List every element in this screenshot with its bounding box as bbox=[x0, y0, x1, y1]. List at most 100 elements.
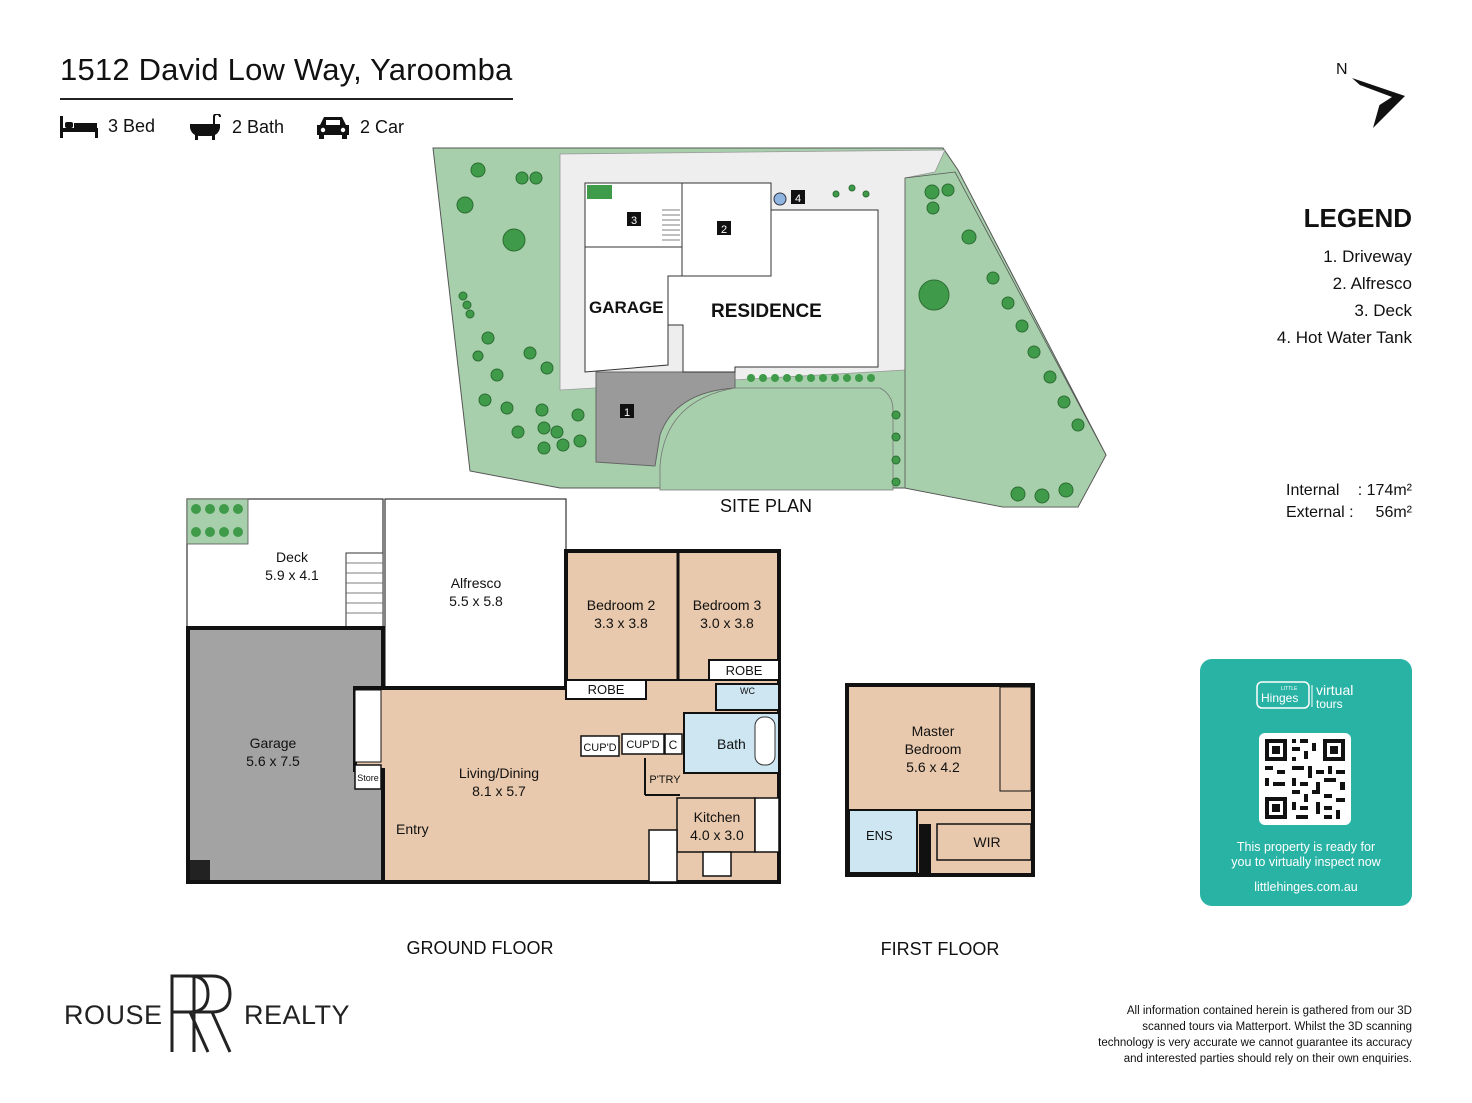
spec-car: 2 Car bbox=[316, 114, 404, 140]
ready-line-2: you to virtually inspect now bbox=[1231, 855, 1381, 869]
rouse-realty-logo bbox=[168, 972, 238, 1059]
bath-count: 2 Bath bbox=[232, 116, 285, 137]
ff-wir-label: WIR bbox=[973, 834, 1000, 850]
gf-deck-plants bbox=[191, 504, 243, 537]
gf-alfresco-size: 5.5 x 5.8 bbox=[449, 593, 503, 609]
first-floor-title: FIRST FLOOR bbox=[881, 939, 1000, 959]
area-summary: Internal : 174m² External : 56m² bbox=[1286, 480, 1412, 524]
gf-alfresco-name: Alfresco bbox=[451, 575, 502, 591]
gf-store-label: Store bbox=[357, 773, 379, 783]
bed-count: 3 Bed bbox=[108, 115, 156, 136]
gf-pantry-label: P'TRY bbox=[649, 774, 681, 786]
virtual-tour-website[interactable]: littlehinges.com.au bbox=[1254, 880, 1358, 894]
ready-line-1: This property is ready for bbox=[1236, 840, 1376, 854]
gf-store bbox=[354, 764, 382, 790]
ff-master-name2: Bedroom bbox=[905, 741, 962, 757]
marker-2 bbox=[717, 221, 731, 235]
disclaimer-line: scanned tours via Matterport. Whilst the… bbox=[1142, 1021, 1412, 1033]
gf-bedroom2-name: Bedroom 2 bbox=[587, 597, 656, 613]
legend-item: 1. Driveway bbox=[1323, 247, 1412, 266]
car-icon bbox=[317, 117, 349, 139]
car-count: 2 Car bbox=[360, 116, 405, 137]
site-residence-label: RESIDENCE bbox=[711, 301, 822, 322]
property-address: 1512 David Low Way, Yaroomba bbox=[60, 52, 513, 87]
ff-master-name: Master bbox=[912, 723, 955, 739]
ff-ensuite bbox=[848, 809, 918, 874]
internal-value: : 174m² bbox=[1357, 482, 1412, 499]
ff-ens-label: ENS bbox=[866, 828, 893, 843]
gf-robe-2-label: ROBE bbox=[726, 663, 763, 678]
marker-4-label: 4 bbox=[795, 193, 801, 205]
gf-robe-2 bbox=[708, 659, 780, 681]
gf-alfresco bbox=[384, 498, 567, 688]
legend-item: 4. Hot Water Tank bbox=[1276, 328, 1412, 347]
north-compass: N bbox=[1330, 58, 1410, 137]
gf-cupd-c bbox=[664, 733, 683, 755]
site-residence bbox=[667, 209, 879, 373]
gf-cupd-1-label: CUP'D bbox=[583, 742, 616, 754]
brand-tours: tours bbox=[1316, 697, 1343, 711]
disclaimer-line: All information contained herein is gath… bbox=[1126, 1005, 1412, 1017]
gf-cupd-c-label: C bbox=[669, 738, 678, 752]
marker-1-label: 1 bbox=[624, 407, 630, 419]
gf-bedroom3-name: Bedroom 3 bbox=[693, 597, 762, 613]
spec-bed: 3 Bed bbox=[60, 114, 155, 138]
site-trees bbox=[456, 162, 1085, 504]
gf-deck-name: Deck bbox=[276, 549, 309, 565]
bed-icon bbox=[60, 116, 98, 138]
brand-small: LITTLE bbox=[1281, 686, 1298, 692]
gf-bedroom3-size: 3.0 x 3.8 bbox=[700, 615, 754, 631]
external-label: External : bbox=[1286, 504, 1354, 521]
gf-cupd-2 bbox=[621, 733, 665, 755]
virtual-tour-card[interactable]: LITTLE Hinges virtual tours bbox=[1200, 659, 1412, 906]
legend-item: 2. Alfresco bbox=[1332, 274, 1412, 293]
agency-name-right: REALTY bbox=[244, 1000, 351, 1030]
gf-garage bbox=[186, 626, 385, 884]
spec-bath: 2 Bath bbox=[188, 114, 284, 140]
marker-4 bbox=[791, 190, 805, 204]
gf-stairs bbox=[354, 689, 382, 763]
marker-2-label: 2 bbox=[721, 224, 727, 236]
ff-stairs bbox=[999, 686, 1032, 792]
gf-deck-stairs bbox=[345, 552, 384, 628]
gf-kitchen-name: Kitchen bbox=[694, 809, 741, 825]
gf-living-size: 8.1 x 5.7 bbox=[472, 783, 526, 799]
gf-garage-name: Garage bbox=[250, 735, 297, 751]
little-hinges-logo: LITTLE Hinges virtual tours bbox=[1256, 681, 1386, 715]
site-garage-label: GARAGE bbox=[589, 298, 664, 317]
gf-wc bbox=[715, 683, 780, 711]
gf-bath-label: Bath bbox=[717, 736, 746, 752]
agency-name-left: ROUSE bbox=[64, 1000, 163, 1030]
site-front-lawn bbox=[659, 387, 894, 491]
site-hedge bbox=[587, 185, 875, 382]
disclaimer-line: technology is very accurate we cannot gu… bbox=[1098, 1037, 1412, 1049]
site-plan-title: SITE PLAN bbox=[720, 496, 812, 516]
gf-living-name: Living/Dining bbox=[459, 765, 539, 781]
gf-cupd-1 bbox=[580, 735, 620, 757]
ground-floor-title: GROUND FLOOR bbox=[406, 938, 553, 958]
marker-3 bbox=[627, 212, 641, 226]
brand-name: Hinges bbox=[1261, 691, 1298, 705]
gf-cooktop bbox=[702, 851, 732, 877]
title-divider bbox=[60, 98, 513, 100]
gf-robe-1-label: ROBE bbox=[588, 682, 625, 697]
gf-bedroom2-size: 3.3 x 3.8 bbox=[594, 615, 648, 631]
marker-3-label: 3 bbox=[631, 215, 637, 227]
gf-robe-1 bbox=[565, 679, 647, 700]
disclaimer-line: and interested parties should rely on th… bbox=[1123, 1053, 1412, 1065]
marker-1 bbox=[620, 404, 634, 418]
internal-label: Internal bbox=[1286, 482, 1340, 499]
qr-code-icon[interactable] bbox=[1259, 733, 1351, 825]
site-rear-lawn-right bbox=[904, 171, 1107, 508]
gf-entry-label: Entry bbox=[396, 821, 429, 837]
north-arrow-icon: N bbox=[1336, 61, 1405, 128]
legend-title: LEGEND bbox=[1303, 203, 1412, 233]
external-value: 56m² bbox=[1375, 504, 1412, 521]
bath-icon bbox=[190, 114, 221, 140]
brand-virtual: virtual bbox=[1316, 682, 1353, 698]
legend-list: 1. Driveway 2. Alfresco 3. Deck 4. Hot W… bbox=[1277, 243, 1412, 351]
gf-kitchen-size: 4.0 x 3.0 bbox=[690, 827, 744, 843]
gf-wc-label: WC bbox=[740, 686, 755, 696]
gf-cupd-2-label: CUP'D bbox=[626, 739, 659, 751]
